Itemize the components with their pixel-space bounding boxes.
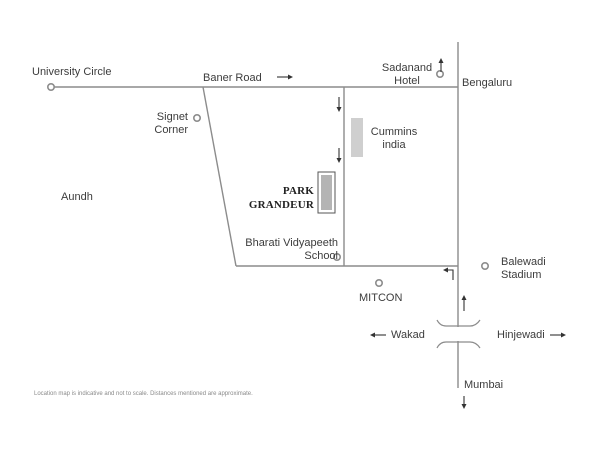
turn-arrow-icon [443, 267, 454, 280]
mitcon-label: MITCON [359, 292, 403, 304]
university-circle-label: University Circle [32, 66, 112, 78]
project-label: PARK GRANDEUR [248, 185, 314, 211]
aundh-label: Aundh [61, 191, 93, 203]
mumbai-label: Mumbai [464, 379, 504, 391]
arrow-left-icon [370, 332, 386, 338]
slanted-road-line [202, 86, 237, 267]
circle-marker-icon [374, 278, 383, 287]
circle-marker-icon [332, 253, 341, 262]
circle-marker-icon [193, 114, 202, 123]
arrow-up-icon [461, 295, 467, 311]
project-building [321, 175, 332, 210]
bengaluru-label: Bengaluru [462, 77, 513, 89]
cummins-india-label: Cummins india [370, 126, 418, 151]
map-disclaimer: Location map is indicative and not to sc… [34, 391, 253, 397]
signet-corner-label: Signet Corner [154, 111, 188, 136]
arrow-right-icon [277, 74, 293, 80]
arrow-down-icon [336, 97, 342, 112]
circle-marker-icon [480, 261, 489, 270]
circle-marker-icon [435, 70, 444, 79]
arrow-down-icon [461, 396, 467, 409]
baner-road-label: Baner Road [203, 72, 262, 84]
arrow-right-icon [550, 332, 566, 338]
sadanand-hotel-label: Sadanand Hotel [381, 62, 433, 87]
arrow-up-icon [438, 58, 444, 72]
hinjewadi-label: Hinjewadi [497, 329, 545, 341]
flyover-icon [436, 319, 481, 349]
balewadi-stadium-label: Balewadi Stadium [501, 256, 546, 281]
wakad-label: Wakad [391, 329, 425, 341]
bharati-school-label: Bharati Vidyapeeth School [245, 237, 338, 262]
circle-marker-icon [46, 83, 55, 92]
cummins-building [351, 118, 363, 157]
arrow-down-icon [336, 148, 342, 163]
